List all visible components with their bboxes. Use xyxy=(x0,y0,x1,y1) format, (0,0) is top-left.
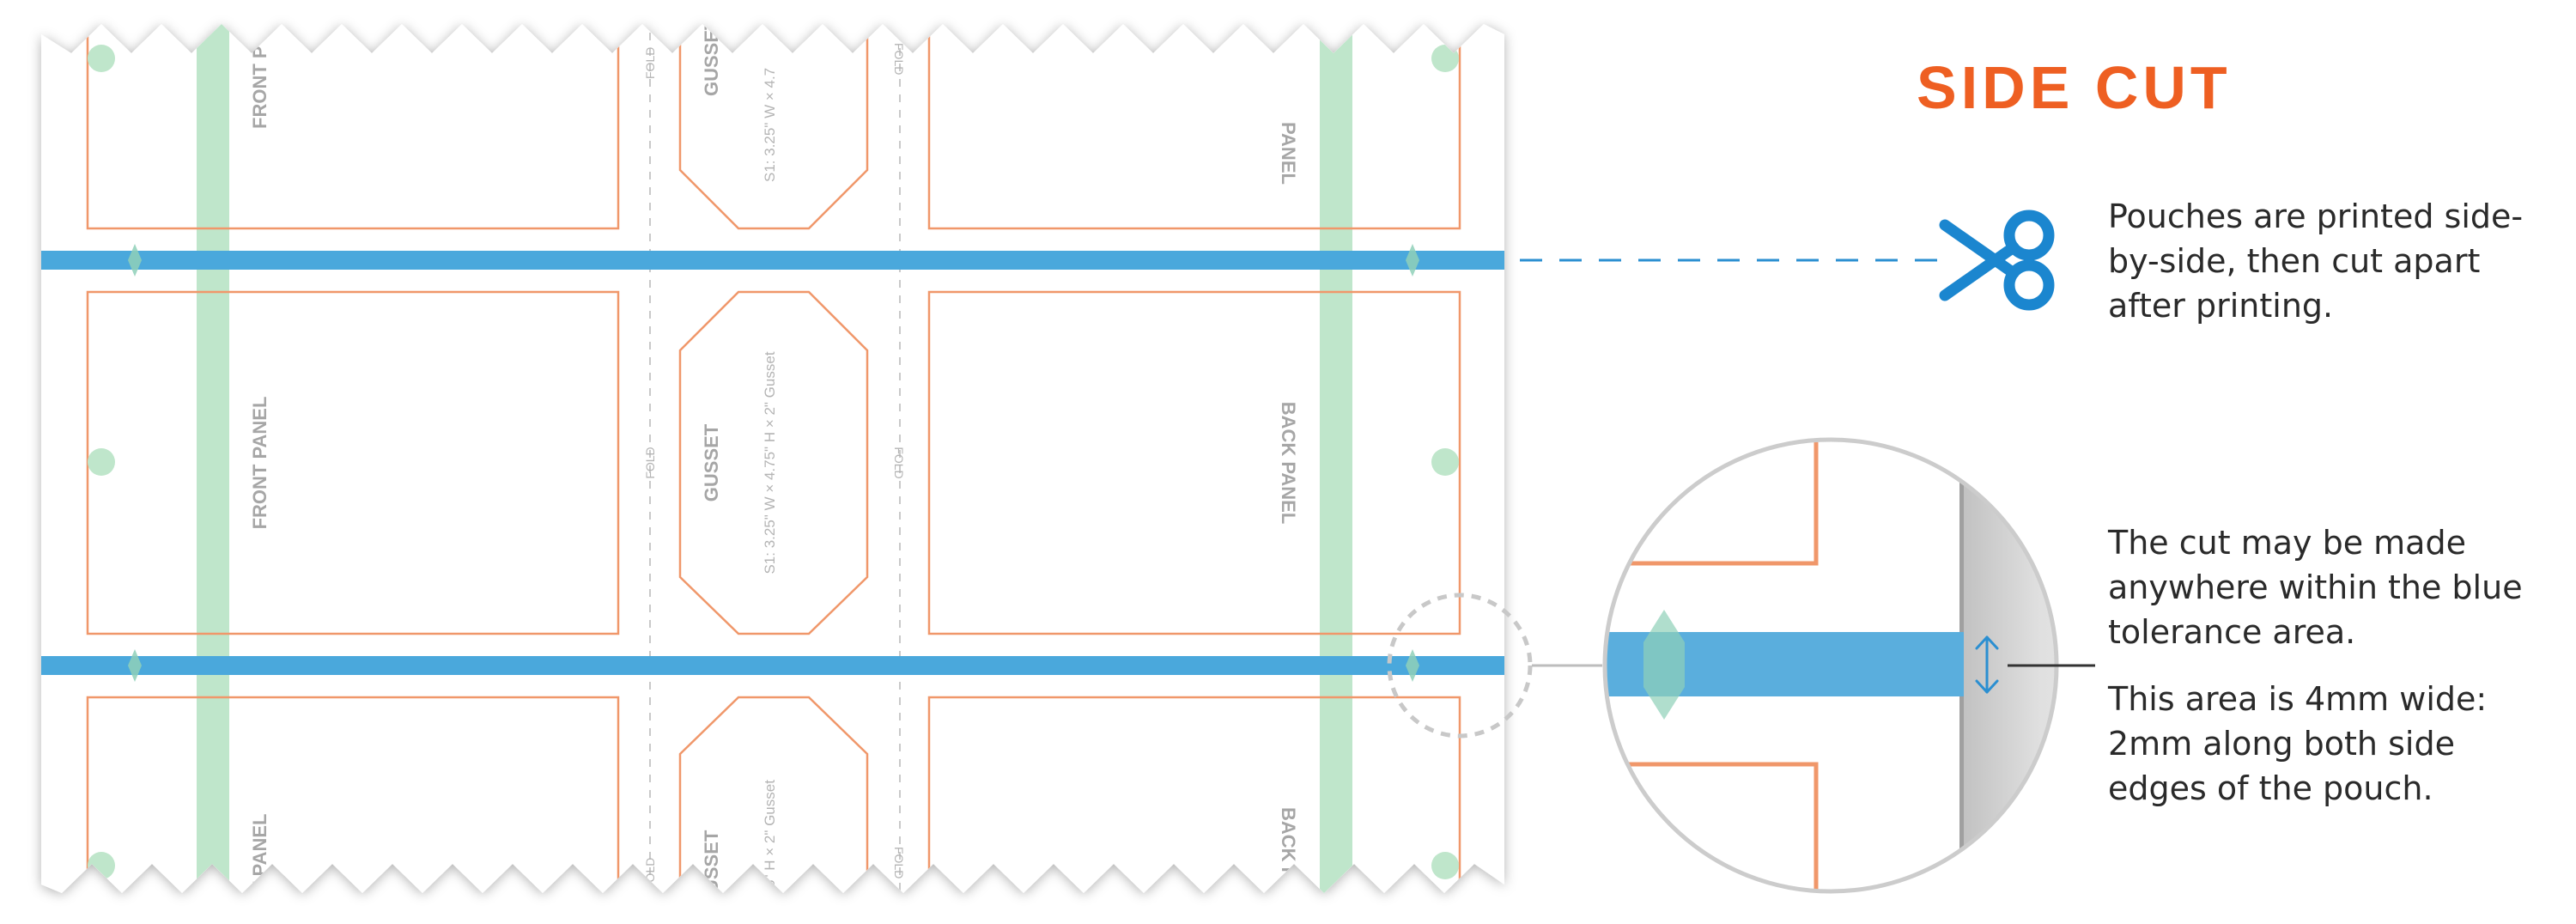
title: SIDE CUT xyxy=(1917,54,2232,121)
cut-line-top xyxy=(41,251,1504,270)
front-panel-label-top: FRONT P xyxy=(249,46,270,129)
back-panel-top xyxy=(927,24,1461,230)
gusset-label-middle: GUSSET xyxy=(701,423,722,502)
front-panel-bottom xyxy=(86,696,620,893)
front-panel-label-middle: FRONT PANEL xyxy=(249,397,270,530)
detail-highlight-circle xyxy=(1387,593,1533,739)
fold-label: FOLD xyxy=(643,858,657,890)
panel-corner-top xyxy=(1605,442,1819,566)
fold-label: FOLD xyxy=(643,447,657,478)
cut-line-bottom xyxy=(41,656,1504,675)
back-panel-label-middle: BACK PANEL xyxy=(1278,402,1299,525)
gusset-label-bottom: USSET xyxy=(701,830,722,893)
front-panel-middle xyxy=(86,290,620,635)
front-panel-label-bottom: T PANEL xyxy=(249,814,270,893)
seal-strip-right xyxy=(1320,24,1352,893)
scissors-icon xyxy=(1939,210,2055,311)
fold-label: FOLD xyxy=(892,847,906,878)
width-description: This area is 4mm wide: 2mm along both si… xyxy=(2108,680,2488,807)
seal-strip-left xyxy=(197,24,229,893)
double-arrow-icon xyxy=(1975,635,1999,694)
sheet-edge-shadow xyxy=(1964,440,2057,891)
gusset-spec-middle: S1: 3.25" W × 4.75" H × 2" Gusset xyxy=(762,351,778,574)
panel-outlines xyxy=(86,24,1461,893)
fold-labels: FOLD FOLD FOLD FOLD FOLD FOLD xyxy=(643,43,906,890)
back-panel-middle xyxy=(927,290,1461,635)
front-panel-top xyxy=(86,24,620,230)
panel-corner-bottom xyxy=(1605,762,1819,891)
gusset-middle xyxy=(678,290,869,635)
back-panel-label-bottom: BACK P xyxy=(1278,807,1299,879)
fold-label: FOLD xyxy=(643,47,657,79)
back-panel-label-top: PANEL xyxy=(1278,122,1299,185)
registration-diamonds xyxy=(128,244,1419,682)
fold-label: FOLD xyxy=(892,447,906,478)
gusset-top xyxy=(678,24,869,230)
printing-description: Pouches are printed side-by-side, then c… xyxy=(2108,198,2524,325)
back-panel-bottom xyxy=(927,696,1461,893)
gusset-spec-bottom: 5" H × 2" Gusset xyxy=(762,780,778,888)
registration-diamond-zoom xyxy=(1643,610,1685,720)
gusset-label-top: GUSSET xyxy=(701,18,722,96)
sheet-contents: FRONT P FRONT PANEL T PANEL PANEL BACK P… xyxy=(41,18,1504,893)
gusset-bottom xyxy=(678,696,869,893)
fold-label: FOLD xyxy=(892,43,906,75)
magnified-detail xyxy=(1602,437,2095,894)
tolerance-description: The cut may be made anywhere within the … xyxy=(2108,524,2523,651)
gusset-spec-top: S1: 3.25" W × 4.7 xyxy=(762,68,778,182)
